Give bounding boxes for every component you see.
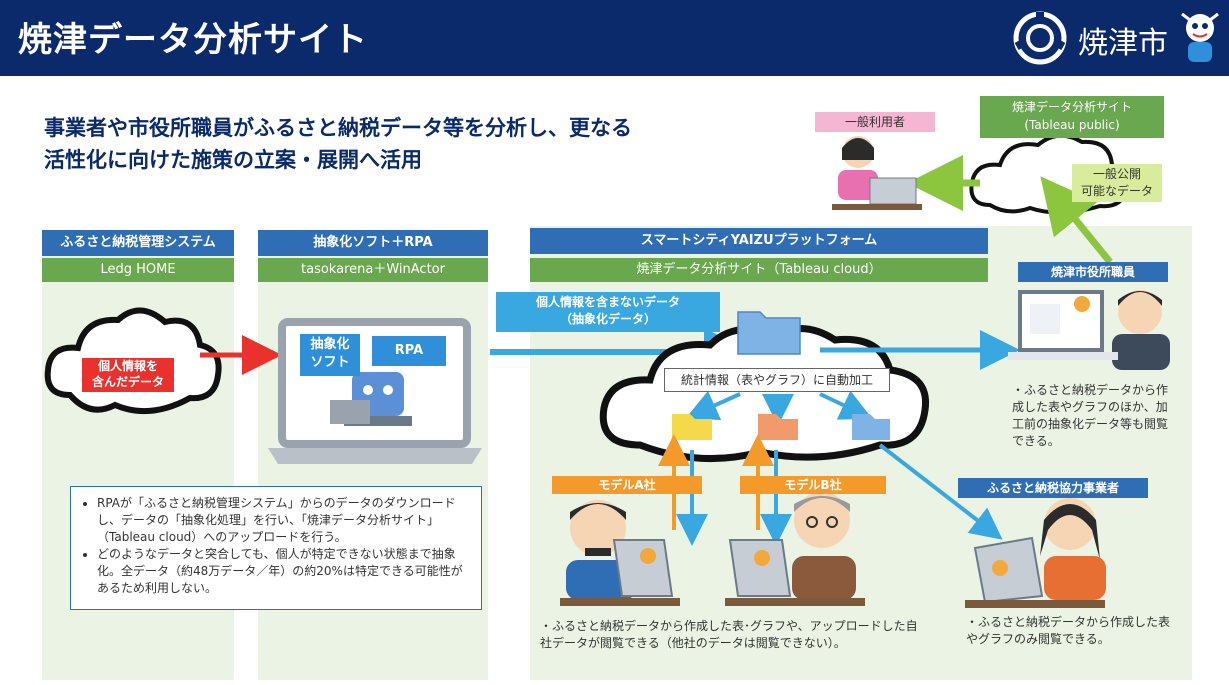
non-personal-data-callout: 個人情報を含まないデータ （抽象化データ） [496, 292, 720, 332]
headline-line-2: 活性化に向けた施策の立案・展開へ活用 [44, 148, 422, 172]
section-title-furusato: ふるさと納税管理システム [42, 230, 234, 256]
rpa-notes-box: RPAが「ふるさと納税管理システム」からのデータのダウンロードし、データの「抽象… [70, 486, 482, 610]
staff-illustration [1008, 290, 1170, 370]
section-subtitle-rpa: tasokarena＋WinActor [258, 258, 488, 282]
abstraction-soft-chip: 抽象化 ソフト [300, 334, 360, 376]
main-data-folder-icon [737, 311, 801, 355]
rpa-note-2: どのようなデータと突合しても、個人が特定できない状態まで抽象化。全データ（約48… [97, 546, 471, 597]
section-title-rpa: 抽象化ソフト＋RPA [258, 230, 488, 256]
general-user-label: 一般利用者 [815, 112, 935, 132]
callout-line-1: 個人情報を含まないデータ [535, 295, 680, 309]
models-note: ・ふるさと納税データから作成した表･グラフや、アップロードした自社データが閲覧で… [540, 619, 918, 650]
section-subtitle-furusato: Ledg HOME [42, 258, 234, 282]
rpa-notes-list: RPAが「ふるさと納税管理システム」からのデータのダウンロードし、データの「抽象… [81, 495, 471, 597]
model-a-label: モデルA社 [552, 476, 702, 494]
personal-data-label-line-1: 個人情報を [97, 359, 158, 373]
partner-note: ・ふるさと納税データから作成した表やグラフのみ閲覧できる。 [966, 615, 1171, 646]
mascot-icon [1181, 12, 1219, 62]
callout-line-2: （抽象化データ） [559, 312, 656, 326]
headline: 事業者や市役所職員がふるさと納税データ等を分析し、更なる 活性化に向けた施策の立… [44, 112, 764, 176]
city-emblem-icon [1013, 11, 1067, 65]
staff-note: ・ふるさと納税データから作成した表やグラフのほか、加工前の抽象化データ等も閲覧で… [1012, 383, 1169, 448]
tableau-public-line-2: (Tableau public) [1024, 118, 1120, 132]
general-user-illustration [832, 136, 922, 210]
public-data-label-line-1: 一般公開 [1092, 167, 1141, 181]
section-subtitle-smartcity: 焼津データ分析サイト（Tableau cloud） [530, 258, 988, 282]
staff-label: 焼津市役所職員 [1018, 262, 1168, 282]
public-data-label-line-2: 可能なデータ [1080, 184, 1153, 198]
city-name: 焼津市 [1078, 26, 1168, 61]
header-bar [0, 0, 1229, 76]
site-title: 焼津データ分析サイト [18, 20, 368, 60]
stats-processing-box: 統計情報（表やグラフ）に自動加工 [664, 368, 890, 392]
rpa-note-1: RPAが「ふるさと納税管理システム」からのデータのダウンロードし、データの「抽象… [97, 495, 471, 546]
folder-model-a-icon [672, 414, 712, 440]
partner-illustration [965, 498, 1106, 608]
arrow-cloud-to-partner [878, 443, 1003, 540]
arrow-staff-to-public [1040, 176, 1113, 265]
arrow-to-folder-c [819, 390, 873, 420]
rpa-chip: RPA [372, 336, 446, 366]
model-b-label: モデルB社 [740, 476, 886, 494]
personal-data-label-line-2: 含んだデータ [91, 375, 164, 389]
partner-label: ふるさと納税協力事業者 [958, 478, 1148, 498]
folder-model-b-icon [758, 414, 798, 440]
tableau-public-label: 焼津データ分析サイト (Tableau public) [980, 96, 1164, 138]
headline-line-1: 事業者や市役所職員がふるさと納税データ等を分析し、更なる [44, 116, 632, 140]
public-data-label: 一般公開 可能なデータ [1072, 164, 1162, 202]
arrow-to-folder-a [685, 390, 741, 421]
personal-data-label: 個人情報を 含んだデータ [82, 358, 174, 392]
tableau-public-line-1: 焼津データ分析サイト [1011, 100, 1132, 114]
section-title-smartcity: スマートシティYAIZUプラットフォーム [530, 228, 988, 254]
model-a-illustration [560, 500, 680, 606]
folder-partner-icon [852, 414, 890, 440]
abstraction-soft-chip-line-2: ソフト [310, 355, 350, 370]
model-b-illustration [725, 492, 865, 606]
abstraction-soft-chip-line-1: 抽象化 [310, 337, 350, 352]
